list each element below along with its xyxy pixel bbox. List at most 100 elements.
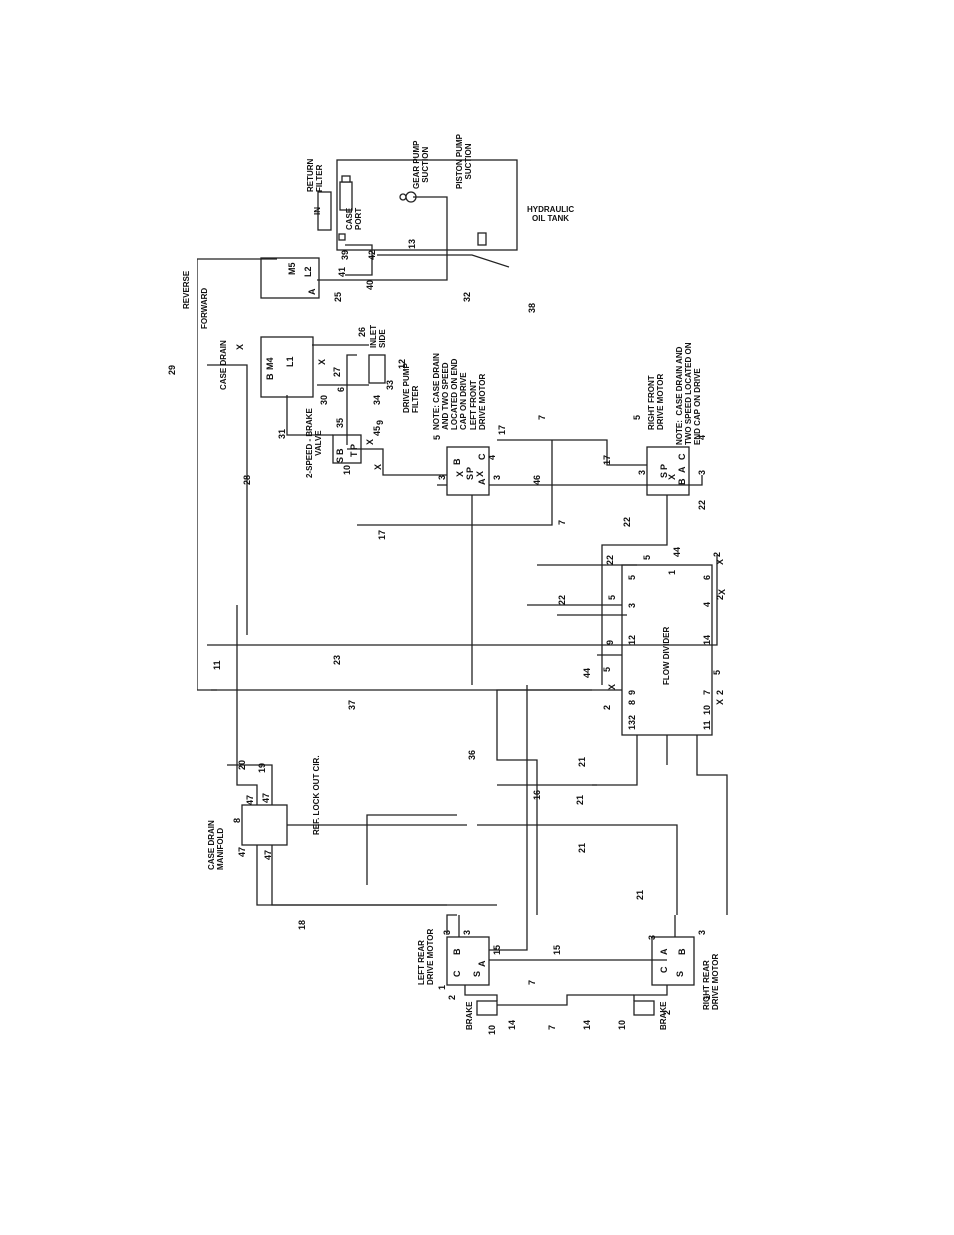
x-marker: X xyxy=(667,473,677,480)
callout-5d: 5 xyxy=(607,594,617,600)
callout-15a: 15 xyxy=(492,944,502,955)
pump-port-b: B xyxy=(265,373,275,381)
x-marker: X xyxy=(715,698,725,705)
x-marker: X xyxy=(317,358,327,365)
callout-14a: 14 xyxy=(507,1019,517,1030)
rr-port-b: B xyxy=(677,948,687,956)
callout-10a: 10 xyxy=(342,464,352,475)
pump-port-m5: M5 xyxy=(287,262,297,275)
fd-port-12: 12 xyxy=(627,634,637,645)
hose-runs xyxy=(197,196,728,1006)
callout-5e: 5 xyxy=(602,666,612,672)
return-filter-arrow-box xyxy=(317,191,332,231)
callout-10c: 10 xyxy=(617,1019,627,1030)
callout-17a: 17 xyxy=(377,529,387,540)
gear-pump-suction-port xyxy=(399,193,407,201)
drive-pump-filter-label: DRIVE PUMP FILTER xyxy=(402,363,420,413)
callout-22c: 22 xyxy=(605,554,615,565)
rf-port-c: C xyxy=(677,453,687,461)
callout-27: 27 xyxy=(332,366,342,377)
x-marker: X xyxy=(607,683,617,690)
callout-3h: 3 xyxy=(697,929,707,935)
lr-port-s: S xyxy=(472,970,482,977)
fd-port-7: 7 xyxy=(702,689,712,695)
fd-port-10: 10 xyxy=(702,704,712,715)
callout-31: 31 xyxy=(277,428,287,439)
right-brake xyxy=(633,1000,655,1016)
drive-pump-filter xyxy=(368,354,386,384)
hydraulic-oil-tank xyxy=(336,159,518,251)
case-drain-label: CASE DRAIN xyxy=(219,340,228,390)
left-rear-drive-motor xyxy=(446,936,490,986)
brake-right-label: BRAKE xyxy=(659,1001,668,1030)
pump-port-l1: L1 xyxy=(285,356,295,367)
callout-30: 30 xyxy=(319,394,329,405)
callout-5a: 5 xyxy=(432,434,442,440)
callout-1a: 1 xyxy=(437,984,447,990)
callout-9: 9 xyxy=(375,419,385,425)
reverse-label: REVERSE xyxy=(182,270,191,309)
callout-25: 25 xyxy=(333,291,343,302)
callout-2b: 2 xyxy=(715,594,725,600)
callout-22b: 22 xyxy=(697,499,707,510)
valve-port-s: S xyxy=(335,456,345,463)
flow-divider-label: FLOW DIVIDER xyxy=(662,626,671,685)
callout-29: 29 xyxy=(167,364,177,375)
piston-pump-suction-label: PISTON PUMP SUCTION xyxy=(455,134,473,189)
callout-3c: 3 xyxy=(637,469,647,475)
rf-port-a: A xyxy=(677,466,687,474)
lf-port-c: C xyxy=(477,453,487,461)
callout-2f: 2 xyxy=(662,1009,672,1015)
x-marker: X xyxy=(235,343,245,350)
fd-port-11: 11 xyxy=(702,720,712,730)
gear-pump xyxy=(260,257,320,299)
fd-port-4: 4 xyxy=(702,601,712,607)
callout-20: 20 xyxy=(237,759,247,770)
callout-17b: 17 xyxy=(497,424,507,435)
fd-port-8: 8 xyxy=(627,699,637,705)
callout-2d: 2 xyxy=(602,704,612,710)
gear-pump-suction-label: GEAR PUMP SUCTION xyxy=(412,140,430,189)
callout-5b: 5 xyxy=(632,414,642,420)
valve-port-t: T xyxy=(349,451,359,458)
callout-42: 42 xyxy=(367,249,377,260)
valve-port-b: B xyxy=(335,448,345,456)
rr-port-s: S xyxy=(675,970,685,977)
fd-port-5: 5 xyxy=(627,574,637,580)
callout-21b: 21 xyxy=(575,794,585,805)
callout-38: 38 xyxy=(527,302,537,313)
left-front-drive-motor xyxy=(446,446,490,496)
callout-3f: 3 xyxy=(462,929,472,935)
x-marker: X xyxy=(373,463,383,470)
fd-port-13: 13 xyxy=(627,719,637,730)
rr-port-a: A xyxy=(659,948,669,956)
left-note-label: NOTE: CASE DRAIN AND TWO SPEED LOCATED O… xyxy=(432,353,468,430)
case-port-label: CASE PORT xyxy=(345,207,363,230)
callout-8: 8 xyxy=(232,817,242,823)
callout-4a: 4 xyxy=(487,454,497,460)
callout-5f: 5 xyxy=(712,669,722,675)
callout-3e: 3 xyxy=(442,929,452,935)
fd-port-14: 14 xyxy=(702,634,712,645)
right-front-drive-motor xyxy=(646,446,690,496)
return-filter-cap xyxy=(341,175,351,183)
callout-33: 33 xyxy=(385,379,395,390)
callout-7a: 7 xyxy=(537,414,547,420)
lf-port-b: B xyxy=(452,458,462,466)
ref-lock-out-label: REF. LOCK OUT CIR. xyxy=(312,755,321,835)
x-marker: X xyxy=(455,470,465,477)
x-marker: X xyxy=(475,470,485,477)
callout-2e: 2 xyxy=(447,994,457,1000)
callout-6: 6 xyxy=(336,386,346,392)
callout-23: 23 xyxy=(332,654,342,665)
callout-10b: 10 xyxy=(487,1024,497,1035)
pump-port-l2: L2 xyxy=(303,266,313,277)
callout-19: 19 xyxy=(257,762,267,773)
two-speed-brake-valve-label: 2-SPEED - BRAKE VALVE xyxy=(305,408,323,478)
callout-9b: 9 xyxy=(605,639,615,645)
lr-port-c: C xyxy=(452,970,462,978)
lf-port-p: P xyxy=(465,466,475,473)
callout-2a: 2 xyxy=(712,551,722,557)
fd-port-6: 6 xyxy=(702,574,712,580)
